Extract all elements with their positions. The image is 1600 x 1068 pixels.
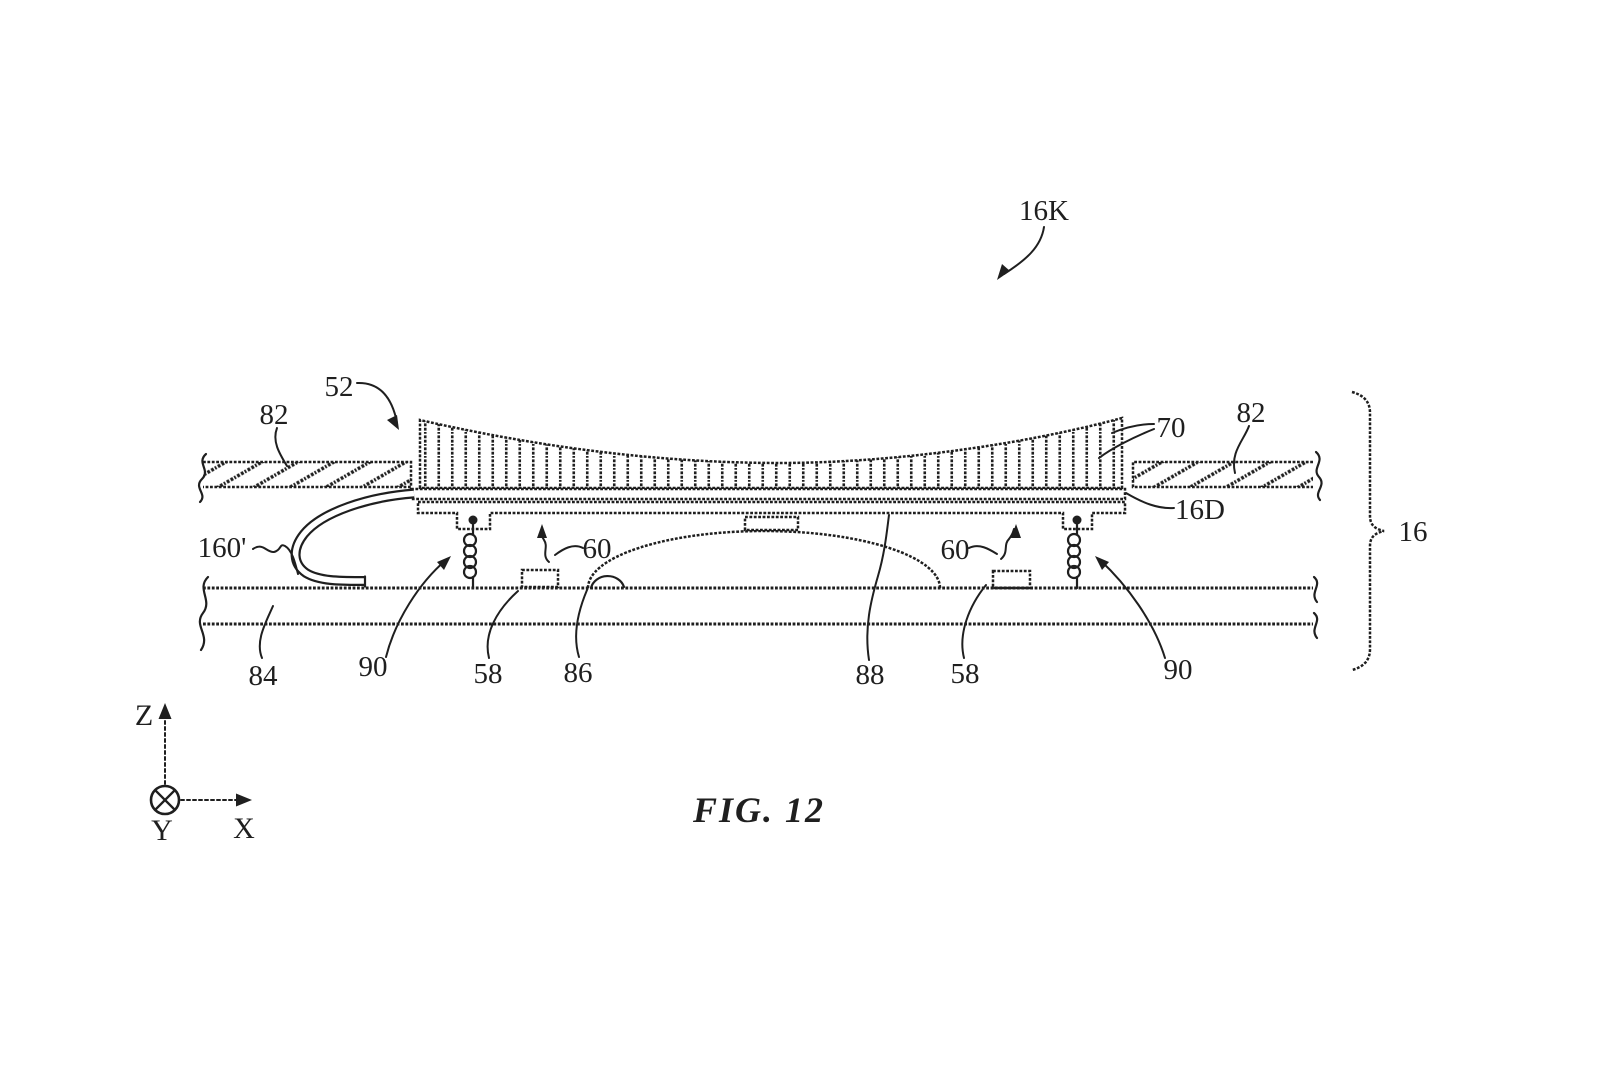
substrate — [198, 575, 1319, 652]
spring-pivot-right — [1072, 515, 1082, 525]
leader-line — [385, 559, 447, 658]
cover-plate-left-outline — [203, 460, 413, 489]
leader-line — [1099, 559, 1166, 659]
arrowhead — [1011, 524, 1021, 538]
ref-label-58-right: 58 — [951, 658, 980, 690]
leader-52 — [356, 381, 399, 430]
spring-right-coil — [1066, 564, 1082, 580]
arrowhead — [997, 264, 1010, 280]
leader-line — [356, 381, 397, 419]
arrowhead — [537, 524, 547, 538]
leader-90-left — [385, 556, 451, 658]
key-cap-bottom-plate — [409, 487, 1127, 531]
key-cap-outline — [418, 416, 1124, 490]
leader-86 — [575, 589, 588, 658]
ref-label-16k: 16K — [1019, 195, 1069, 227]
y-axis-cross-line — [154, 789, 176, 811]
leader-60-right — [968, 524, 1021, 560]
break-squiggle-left-bottom — [198, 575, 210, 652]
leader-58-right — [961, 584, 987, 659]
ref-label-160: 160' — [198, 532, 247, 564]
ref-label-82-left: 82 — [260, 399, 289, 431]
ref-label-58-left: 58 — [474, 658, 503, 690]
x-axis-arrowhead — [236, 793, 252, 807]
figure-caption: FIG. 12 — [692, 790, 825, 830]
ref-label-60-left: 60 — [583, 533, 612, 565]
cover-plate-left — [197, 452, 413, 504]
spring-left — [462, 522, 478, 590]
ref-label-60-right: 60 — [941, 534, 970, 566]
ref-label-70: 70 — [1157, 412, 1186, 444]
ref-label-16: 16 — [1399, 516, 1428, 548]
cap-bracket-plate — [416, 500, 1127, 531]
arrowhead — [437, 556, 451, 570]
arrowhead — [387, 415, 399, 430]
leader-82-right — [1232, 425, 1250, 474]
ref-label-52: 52 — [325, 371, 354, 403]
ref-label-90-left: 90 — [359, 651, 388, 683]
leader-16k — [997, 226, 1045, 280]
dome-edge-curl — [589, 574, 626, 590]
ref-label-88: 88 — [856, 659, 885, 691]
flex-circuit — [290, 488, 415, 588]
arrowhead — [1095, 556, 1109, 570]
leader-line — [554, 545, 584, 556]
axis-label-y: Y — [151, 814, 173, 847]
break-squiggle-right-top — [1314, 450, 1323, 502]
dome-contact-block — [743, 515, 800, 532]
break-squiggle-right-mid — [1312, 575, 1319, 604]
stack-brace — [1351, 390, 1385, 672]
cap-base-plate — [409, 487, 1127, 501]
dome-switch — [586, 515, 942, 590]
ref-label-86: 86 — [564, 657, 593, 689]
leader-line — [1098, 428, 1155, 459]
ref-label-84: 84 — [249, 660, 279, 692]
spring-left-coil — [462, 554, 478, 570]
spring-right — [1066, 522, 1082, 590]
leader-line — [968, 545, 998, 555]
cover-plate-right — [1131, 450, 1323, 502]
leader-82-left — [274, 427, 288, 467]
leader-line — [1111, 423, 1155, 434]
break-squiggle-left-top — [197, 452, 208, 504]
spring-right-coil — [1066, 554, 1082, 570]
key-cap-ridges — [420, 418, 1122, 488]
leader-70 — [1098, 423, 1155, 459]
ref-label-16d: 16D — [1175, 494, 1225, 526]
spring-pivot-left — [468, 515, 478, 525]
pad-right — [991, 569, 1032, 590]
axis-label-z: Z — [135, 699, 153, 732]
leader-60-left — [537, 524, 584, 563]
leader-58-left — [486, 590, 519, 659]
squiggle-arrow-line — [1000, 528, 1015, 560]
cover-plate-left-hatch — [203, 462, 411, 487]
cover-plate-right-outline — [1131, 460, 1313, 489]
leader-88 — [866, 514, 890, 661]
flex-ribbon-core — [292, 490, 415, 584]
cover-plate-right-hatch — [1133, 462, 1313, 487]
dome-arc — [586, 529, 942, 589]
ref-label-82-right: 82 — [1237, 397, 1266, 429]
leader-line — [1003, 226, 1045, 275]
leader-84 — [258, 605, 274, 659]
coordinate-axes: Z X Y — [135, 699, 255, 847]
ref-label-90-right: 90 — [1164, 654, 1193, 686]
z-axis-arrowhead — [158, 703, 172, 719]
leader-90-right — [1095, 556, 1166, 659]
key-cap — [418, 416, 1124, 490]
break-squiggle-right-bottom — [1312, 611, 1319, 640]
pad-left — [520, 568, 560, 589]
axis-label-x: X — [233, 812, 255, 845]
spring-left-coil — [462, 564, 478, 580]
leader-160 — [252, 544, 299, 575]
leader-16d — [1125, 492, 1175, 510]
